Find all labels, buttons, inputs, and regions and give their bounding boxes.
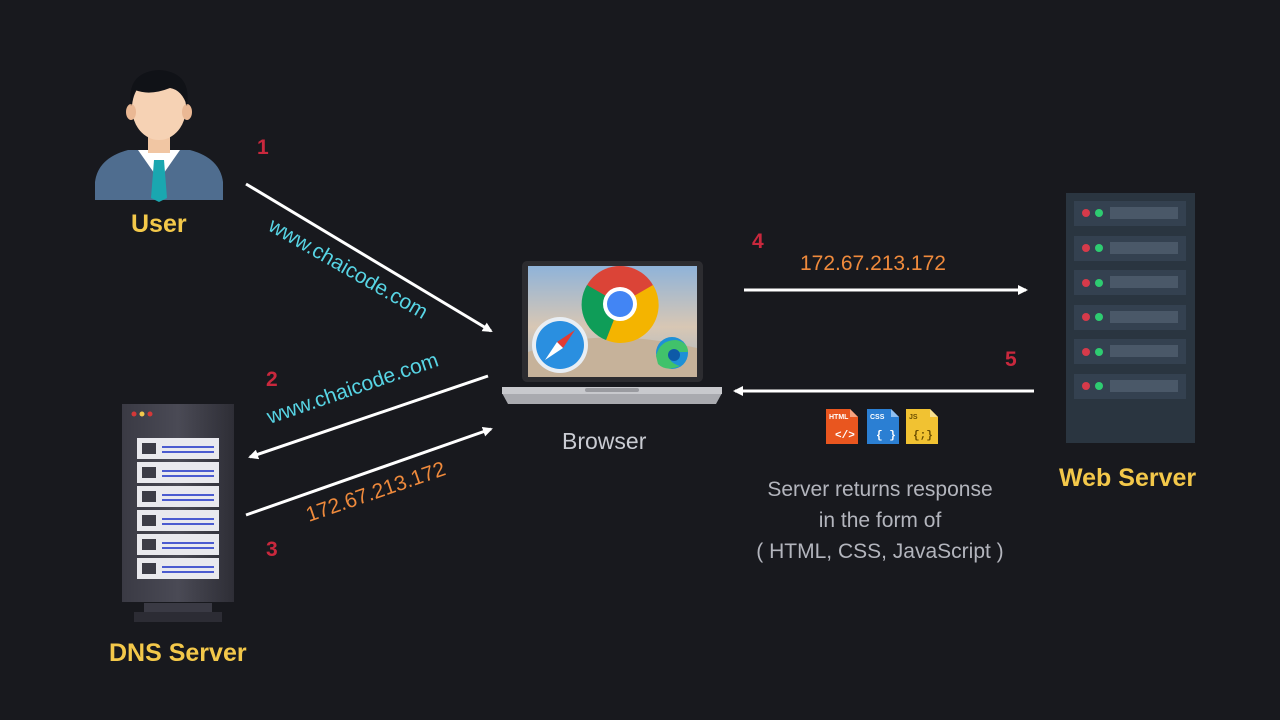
js-file-label: JS [909,414,918,421]
edge-logo-icon [656,337,688,369]
step-number-5: 5 [1005,348,1017,371]
user-avatar-icon [95,70,223,202]
step-number-1: 1 [257,136,269,159]
svg-text:</>: </> [835,430,855,442]
step-number-3: 3 [266,538,278,561]
browser-label: Browser [562,428,647,454]
response-note-line-3: ( HTML, CSS, JavaScript ) [756,540,1004,563]
response-note: Server returns response in the form of (… [730,474,1030,567]
user-label: User [131,210,187,238]
arrow-user-to-browser [245,182,493,333]
js-file-icon: JS {;} [906,409,938,444]
web-server-icon [1066,193,1195,443]
web-server-label: Web Server [1059,464,1197,492]
html-file-label: HTML [829,414,849,421]
safari-logo-icon [532,317,588,373]
arrow-dns-to-browser [245,426,493,517]
css-file-icon: CSS { } [867,409,899,444]
response-note-line-1: Server returns response [767,478,993,501]
step-number-2: 2 [266,368,278,391]
response-note-line-2: in the form of [818,509,942,532]
step-number-4: 4 [752,230,764,253]
svg-text:{;}: {;} [913,430,933,442]
dns-server-icon [122,404,234,622]
web-request-ip-text: 172.67.213.172 [800,252,946,275]
browser-laptop-icon [502,261,722,404]
css-file-label: CSS [870,414,885,421]
chrome-logo-icon [581,266,659,343]
svg-text:{ }: { } [876,430,896,442]
dns-server-label: DNS Server [109,639,247,667]
arrow-browser-to-dns [248,374,489,460]
html-file-icon: HTML </> [826,409,858,444]
